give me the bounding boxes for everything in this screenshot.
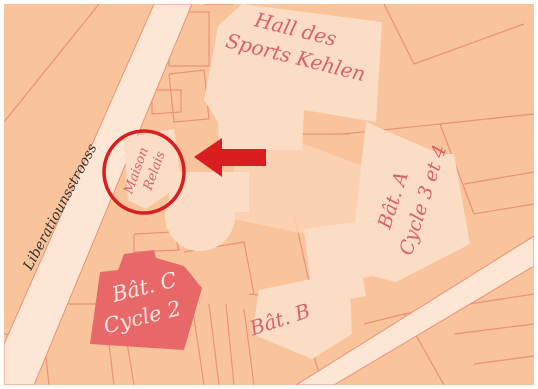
building-bat-b-link bbox=[319, 268, 367, 304]
arrow-icon bbox=[194, 138, 266, 177]
road-south-east bbox=[295, 235, 534, 385]
plaza-area bbox=[234, 144, 384, 234]
building-hall-des-sports bbox=[204, 4, 382, 150]
building-bat-a-wing bbox=[304, 222, 362, 280]
building-bat-a bbox=[334, 122, 470, 284]
road-liberatiounsstrooss bbox=[4, 4, 193, 385]
maison-relais-circle bbox=[102, 129, 186, 215]
campus-map: Liberatiounsstrooss Hall des Sports Kehl… bbox=[4, 4, 534, 385]
building-maison-relais bbox=[124, 129, 182, 209]
building-bat-c bbox=[90, 250, 202, 350]
